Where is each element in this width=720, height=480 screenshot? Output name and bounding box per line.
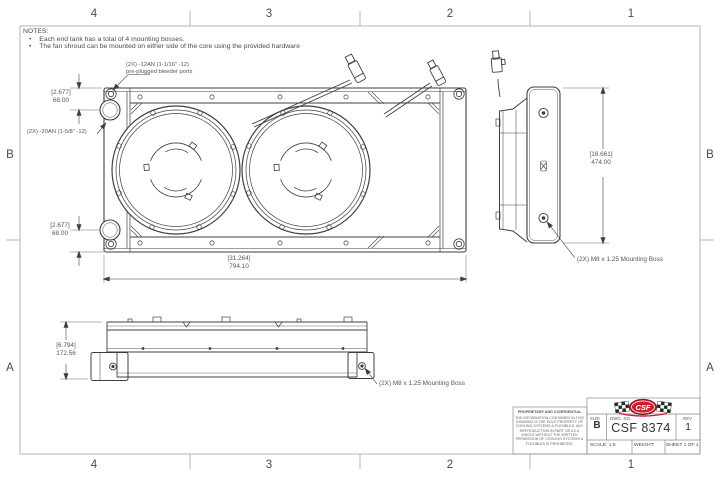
rev-label: REV	[683, 416, 693, 421]
note-item: • Each end tank has a total of 4 mountin…	[29, 35, 185, 43]
side-mounting-bosses	[538, 107, 549, 224]
bleeder-port-glyphs	[105, 88, 465, 250]
dim-port-offset-top: [2.677] 68.00	[51, 89, 71, 104]
an-ports	[99, 99, 121, 241]
zone-left-a: A	[6, 362, 14, 374]
side-emblem	[540, 160, 547, 172]
front-view	[70, 53, 467, 283]
csf-logo: CSF	[614, 398, 672, 417]
dim-overall-height: [18.661] 474.00	[589, 151, 613, 166]
harness-connectors	[251, 53, 446, 128]
zone-right-b: B	[706, 149, 714, 161]
size-label: SIZE	[590, 416, 601, 421]
zone-top-4: 4	[90, 8, 98, 20]
proprietary-title: PROPRIETARY AND CONFIDENTIAL	[517, 410, 582, 414]
zone-bottom-3: 3	[265, 459, 273, 471]
zone-top-3: 3	[265, 8, 273, 20]
side-connector	[490, 50, 506, 98]
dim-overall-width: [31.264] 794.10	[227, 255, 251, 270]
callout-inlet-port: (2X) -20AN (1-5/8" -12)	[27, 129, 87, 135]
front-view-dimensions	[70, 74, 467, 283]
bottom-left-tank	[90, 352, 129, 381]
dwg-no-label: DWG. NO.	[610, 416, 632, 421]
note-item: • The fan shroud can be mounted on eithe…	[29, 43, 300, 51]
zone-bottom-2: 2	[446, 459, 454, 471]
side-view-dimensions	[547, 87, 609, 259]
zone-top-2: 2	[446, 8, 454, 20]
bullet-icon: •	[29, 43, 32, 51]
side-view	[490, 50, 609, 259]
dwg-no-value: CSF 8374	[611, 421, 671, 435]
csf-logo-text: CSF	[636, 403, 651, 412]
callout-bottom-mounting-boss: (2X) M8 x 1.25 Mounting Boss	[379, 380, 465, 387]
bottom-right-tank	[347, 352, 375, 379]
zone-bottom-1: 1	[627, 459, 635, 471]
fan-right	[241, 105, 371, 235]
zone-bottom-4: 4	[90, 459, 98, 471]
proprietary-notice: PROPRIETARY AND CONFIDENTIAL THE INFORMA…	[514, 408, 585, 452]
callout-side-mounting-boss: (2X) M8 x 1.25 Mounting Boss	[577, 256, 663, 263]
fan-left	[111, 105, 241, 235]
notes-block: NOTES: • Each end tank has a total of 4 …	[23, 28, 300, 51]
zone-top-1: 1	[627, 8, 635, 20]
callout-bleeder-ports: (2X) -12AN (1-1/16" -12) pre-plugged ble…	[126, 62, 193, 75]
notes-title: NOTES:	[23, 28, 49, 35]
zone-right-a: A	[706, 362, 714, 374]
weight-label: WEIGHT:	[634, 443, 655, 448]
sheet-label: SHEET 1 OF 1	[666, 443, 699, 448]
sheet-border	[6, 11, 714, 469]
zone-left-b: B	[6, 149, 14, 161]
dim-overall-depth: [6.794] 172.56	[56, 342, 76, 357]
proprietary-body: THE INFORMATION CONTAINED IN THIS DRAWIN…	[515, 415, 584, 446]
scale-label: SCALE: 1:5	[590, 443, 616, 448]
dim-port-offset-bottom: [2.677] 68.00	[50, 222, 70, 237]
size-value: B	[593, 420, 601, 431]
bullet-icon: •	[29, 35, 32, 43]
bottom-view	[60, 316, 378, 385]
rev-value: 1	[685, 421, 691, 433]
